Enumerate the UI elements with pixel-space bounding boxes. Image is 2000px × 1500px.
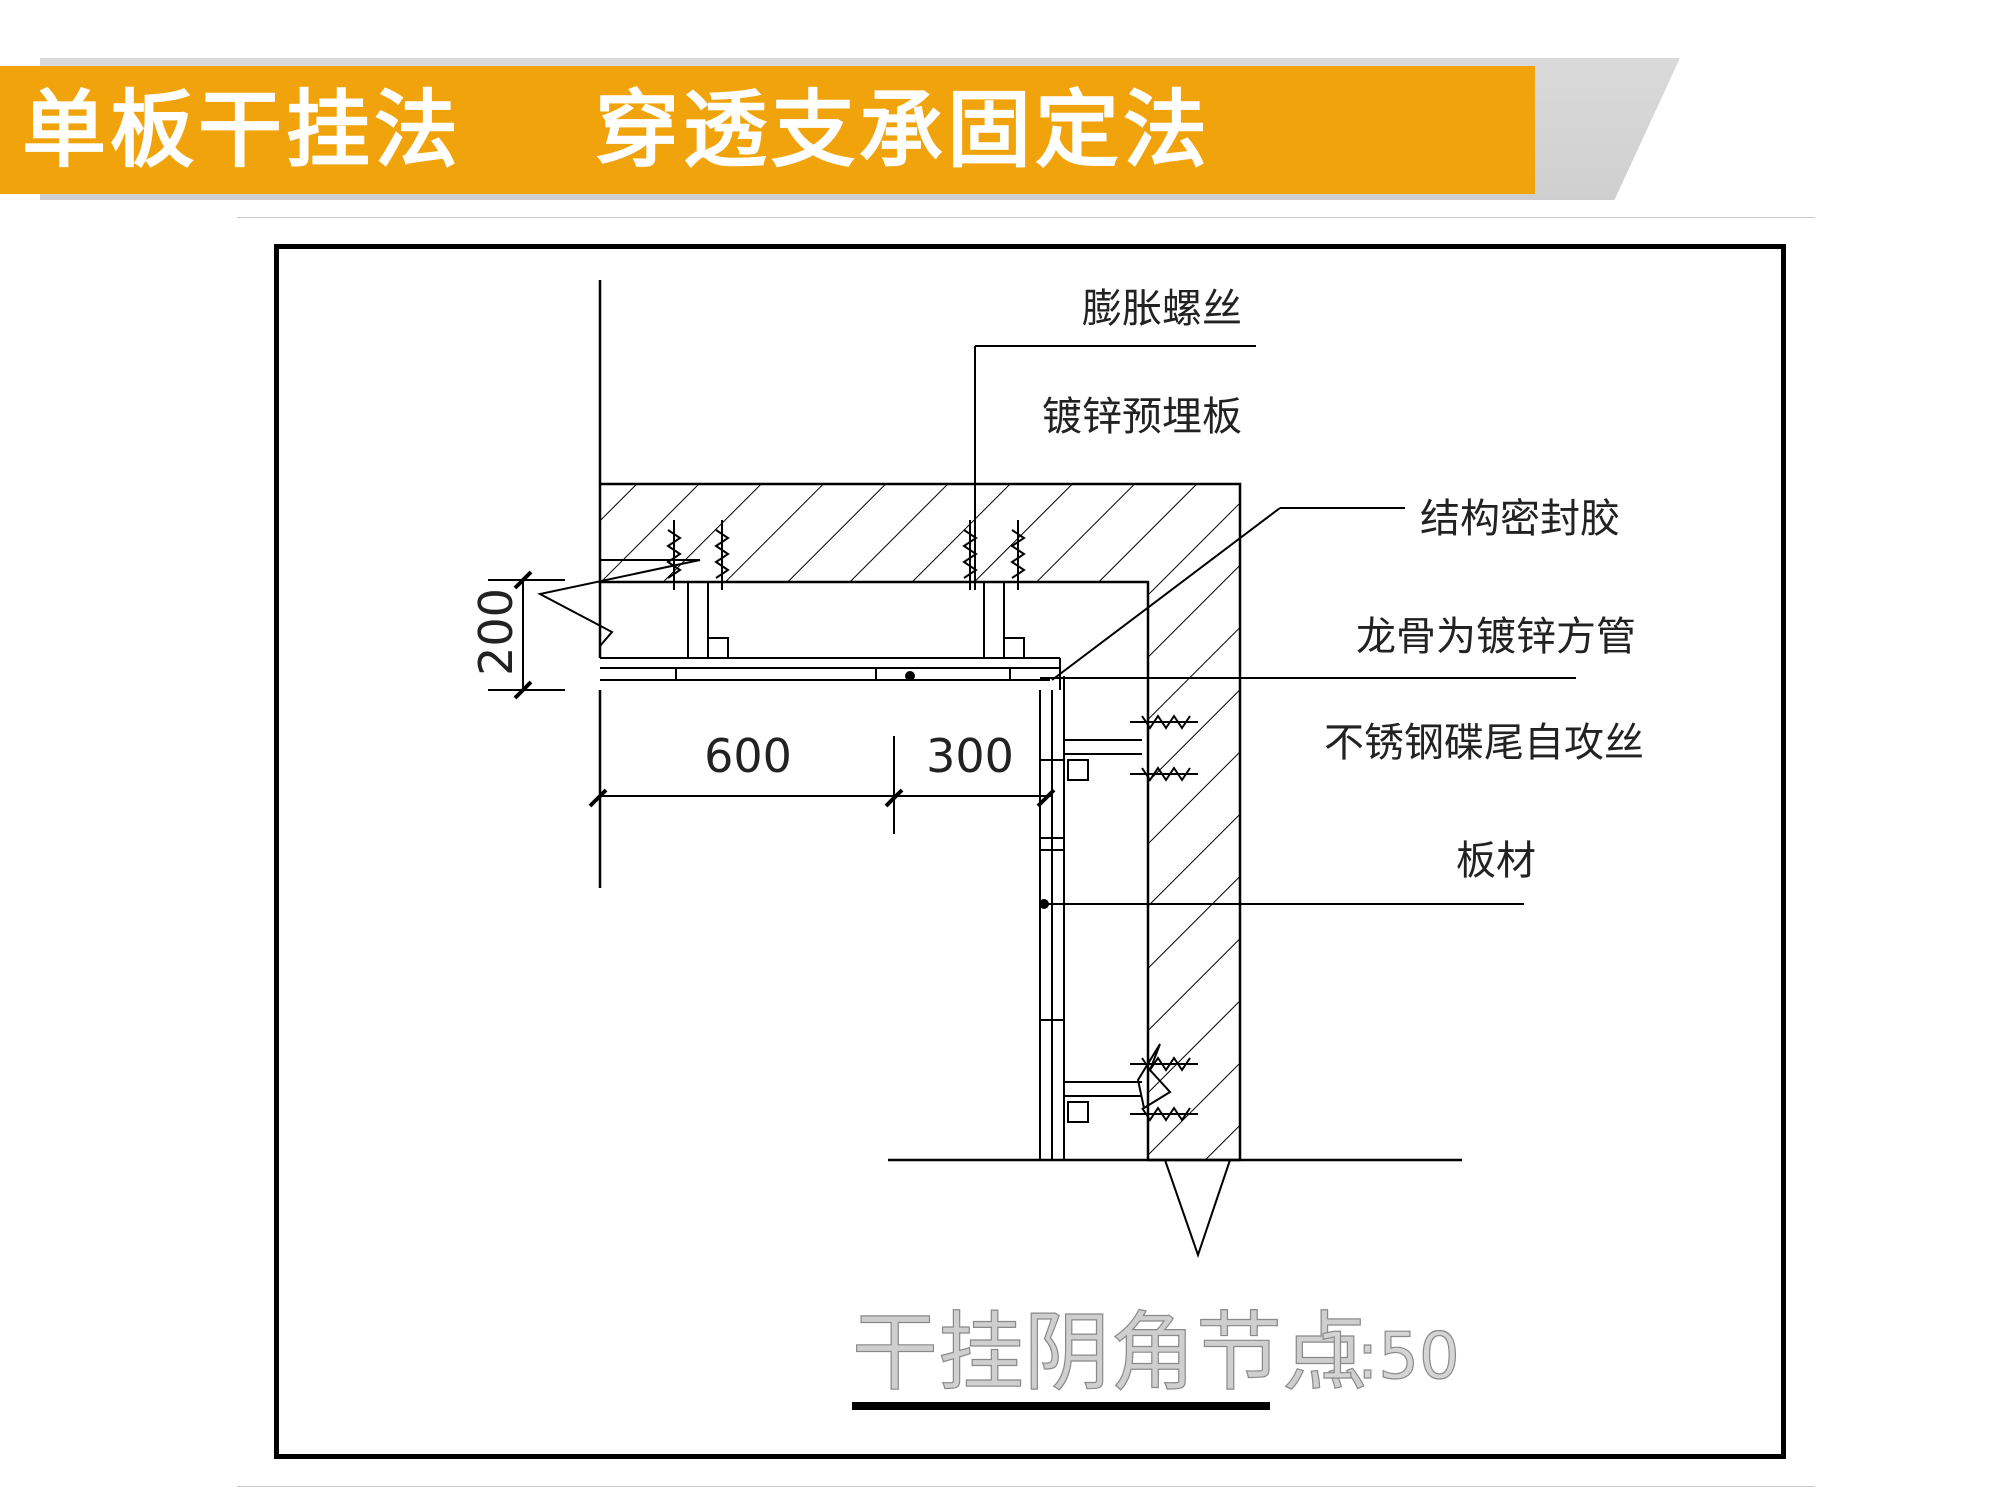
label-self-tapping-screw: 不锈钢碟尾自攻丝	[1324, 720, 1644, 766]
drawing-scale: 1:50	[1316, 1320, 1460, 1394]
label-keel: 龙骨为镀锌方管	[1356, 614, 1636, 660]
side-panel	[1039, 676, 1142, 1160]
drawing-frame	[274, 244, 1786, 1459]
dimension-300: 300	[926, 729, 1014, 783]
bottom-divider	[237, 1486, 1815, 1487]
title-bar	[0, 66, 1535, 194]
caption-underline	[852, 1402, 1270, 1410]
dimension-lines	[488, 570, 1056, 834]
top-divider	[237, 217, 1815, 218]
top-panel	[600, 657, 1061, 690]
dimension-200: 200	[469, 588, 523, 676]
concrete-structure	[537, 280, 1462, 1259]
label-expansion-screw: 膨胀螺丝	[1082, 286, 1242, 332]
side-screws	[1130, 714, 1198, 1122]
dimension-600: 600	[704, 729, 792, 783]
label-panel: 板材	[1456, 838, 1536, 884]
drawing-caption: 干挂阴角节点	[852, 1303, 1368, 1403]
label-galvanized-embedded-plate: 镀锌预埋板	[1042, 394, 1242, 440]
label-structural-sealant: 结构密封胶	[1420, 496, 1620, 542]
page-title: 单板干挂法 穿透支承固定法	[22, 81, 1211, 179]
leader-lines	[974, 345, 1576, 905]
